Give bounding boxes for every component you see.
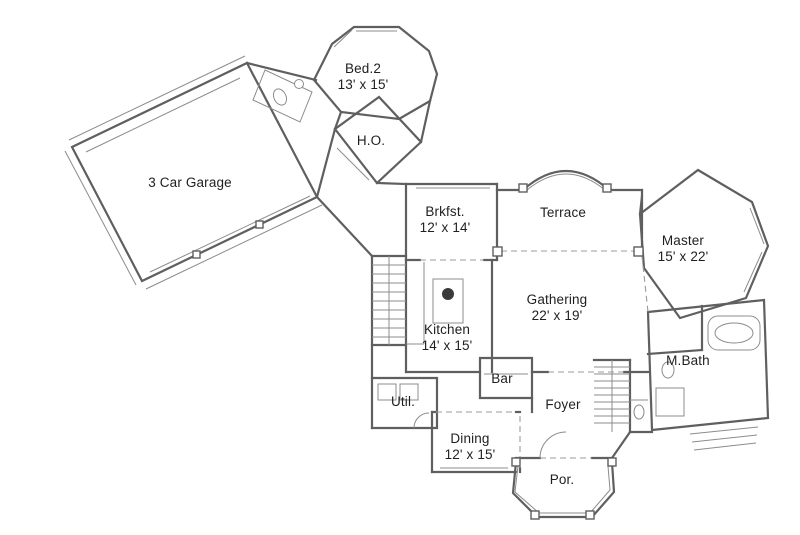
room-name-bar: Bar [491, 371, 513, 386]
gathering-walls [490, 258, 650, 374]
room-label-breakfast: Brkfst. 12' x 14' [420, 204, 471, 236]
room-name-home-office: H.O. [356, 133, 386, 148]
room-label-foyer: Foyer [545, 397, 580, 413]
kitchen-counter-lines [406, 262, 528, 375]
room-name-porch: Por. [549, 472, 575, 487]
room-label-master-bath: M.Bath [666, 353, 710, 369]
room-name-bed2: Bed.2 [344, 61, 382, 76]
room-dims-master: 15' x 22' [657, 249, 709, 264]
kitchen-walls [404, 258, 482, 374]
roof-eave-lines [64, 55, 323, 290]
dining-walls [430, 410, 522, 474]
room-dims-kitchen: 14' x 15' [421, 338, 473, 353]
door-swing-arcs [413, 412, 567, 459]
toilet-icon [272, 88, 288, 106]
room-name-master-bath: M.Bath [666, 353, 710, 368]
room-label-garage: 3 Car Garage [148, 175, 232, 191]
plumbing-fixtures [272, 79, 761, 420]
room-name-gathering: Gathering [526, 292, 588, 307]
stair-left-treads [372, 256, 406, 345]
master-walls [638, 168, 770, 320]
sink-icon [294, 79, 304, 89]
room-name-garage: 3 Car Garage [148, 175, 232, 190]
room-name-foyer: Foyer [545, 397, 581, 412]
window-lines [333, 29, 765, 514]
tub-basin-icon [714, 322, 754, 344]
toilet-icon [661, 361, 675, 379]
room-dims-gathering: 22' x 19' [531, 308, 583, 323]
room-name-terrace: Terrace [539, 205, 587, 220]
column-posts [192, 183, 644, 520]
room-dims-dining: 12' x 15' [444, 447, 496, 462]
porch-walls [511, 460, 616, 519]
garage-walls [70, 61, 374, 283]
room-label-home-office: H.O. [357, 133, 385, 149]
room-label-master: Master 15' x 22' [658, 233, 709, 265]
room-label-bed2: Bed.2 13' x 15' [338, 61, 389, 93]
room-label-gathering: Gathering 22' x 19' [527, 292, 588, 324]
utility-walls [370, 376, 439, 430]
room-name-utility: Util. [391, 394, 415, 409]
foyer-walls [514, 396, 654, 460]
room-name-kitchen: Kitchen [423, 322, 471, 337]
bed2-walls [312, 25, 439, 144]
room-name-dining: Dining [450, 431, 490, 446]
room-label-kitchen: Kitchen 14' x 15' [422, 322, 473, 354]
room-dims-bed2: 13' x 15' [337, 77, 389, 92]
room-dims-breakfast: 12' x 14' [419, 220, 471, 235]
room-label-terrace: Terrace [540, 205, 586, 221]
room-name-master: Master [661, 233, 705, 248]
home-office-walls [333, 95, 423, 186]
opening-dashed-lines [420, 250, 649, 468]
toilet-icon [633, 404, 645, 420]
range-icon [442, 288, 454, 300]
room-label-utility: Util. [391, 394, 415, 410]
master-bath-walls [646, 298, 770, 432]
room-name-breakfast: Brkfst. [425, 204, 465, 219]
room-label-dining: Dining 12' x 15' [445, 431, 496, 463]
stair-right-treads [594, 360, 630, 432]
room-label-bar: Bar [491, 371, 512, 387]
room-label-porch: Por. [550, 472, 575, 488]
